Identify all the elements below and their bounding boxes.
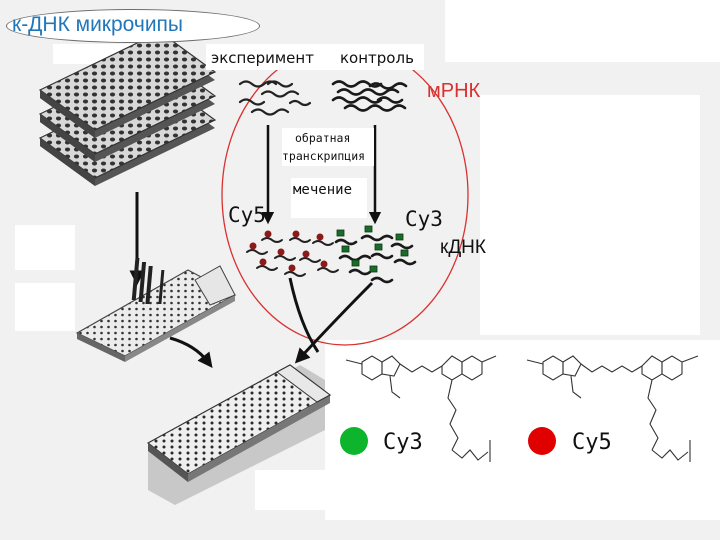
arrow-cdna-right — [294, 281, 374, 364]
cdna-cy5-icon — [246, 230, 339, 277]
cdna-label: кДНК — [440, 237, 486, 258]
spotting-slide-icon — [75, 258, 237, 362]
cy5-structure-icon — [526, 355, 699, 462]
cy3-structure-icon — [345, 355, 497, 462]
mrna-label: мРНК — [427, 80, 481, 102]
bg-patch — [15, 225, 75, 270]
mrna-control-icon — [331, 80, 408, 112]
title-pill — [6, 9, 260, 43]
mrna-experiment-icon — [238, 80, 312, 116]
microplate-stack-icon — [38, 31, 217, 186]
cy3-dye-label: Cy3 — [383, 430, 423, 455]
spotting-pins-icon — [131, 258, 165, 304]
microarray-slide-icon — [146, 364, 332, 505]
rt-label-line1: обратная — [295, 131, 351, 145]
page-title: к-ДНК микрочипы — [12, 13, 184, 36]
bg-patch — [15, 283, 75, 331]
experiment-control-box — [206, 44, 424, 70]
experiment-label: эксперимент — [211, 49, 314, 67]
cy3-dot-icon — [340, 427, 368, 455]
arrow-cdna-left — [288, 277, 320, 353]
labeling-box — [291, 178, 367, 218]
cy5-dye-label: Cy5 — [572, 430, 612, 455]
labeling-label: мечение — [293, 182, 353, 198]
cy3-label: Cy3 — [405, 207, 443, 231]
cy5-label: Cy5 — [228, 203, 266, 227]
cy5-dot-icon — [528, 427, 556, 455]
control-label: контроль — [340, 49, 414, 67]
cdna-cy3-icon — [334, 225, 417, 284]
bg-patch — [445, 0, 720, 62]
arrow-slide-to-array — [169, 336, 213, 368]
dye-panel — [325, 340, 720, 520]
rt-label-line2: транскрипция — [282, 149, 366, 163]
rt-label-box — [282, 128, 374, 166]
bg-patch — [480, 95, 700, 335]
